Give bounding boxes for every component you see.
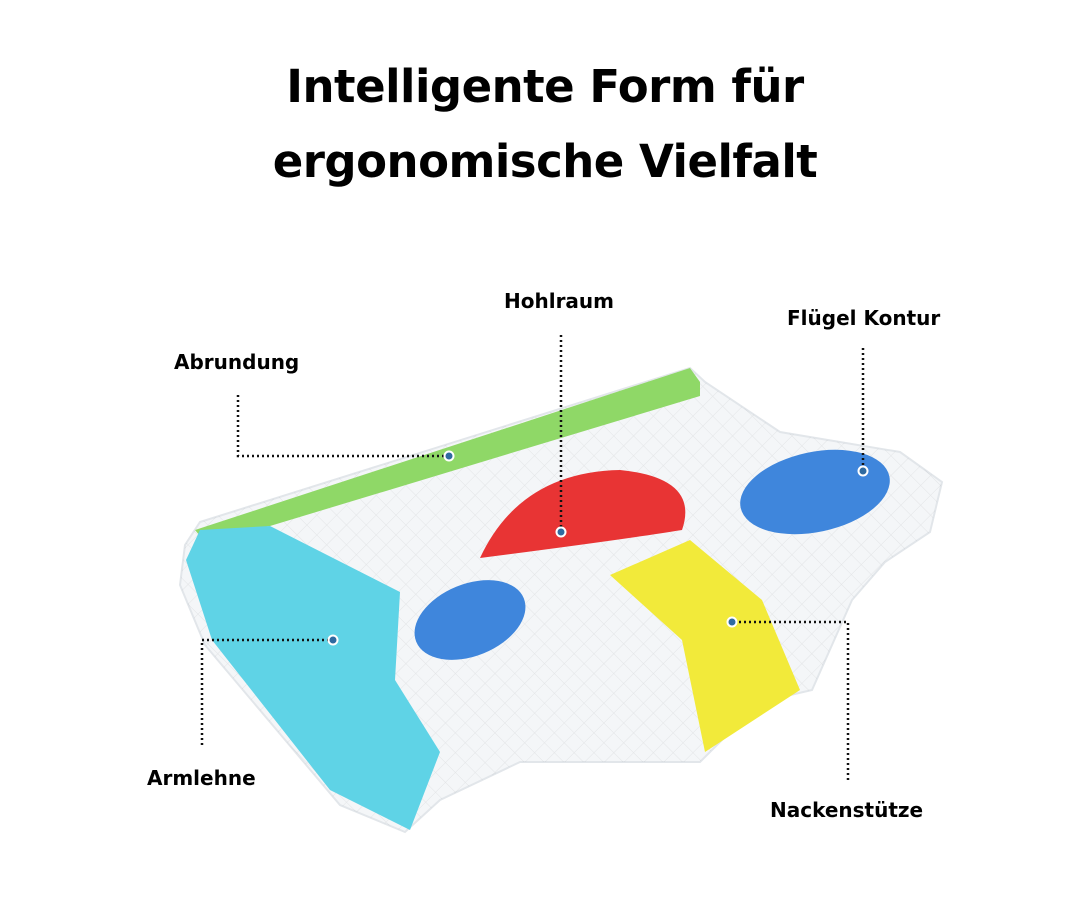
blue-zone-left <box>414 580 526 660</box>
yellow-zone <box>610 540 800 752</box>
label-abrundung: Abrundung <box>174 350 300 374</box>
cyan-side <box>186 526 440 830</box>
label-nackenstuetze: Nackenstütze <box>770 798 924 822</box>
title-line-1: Intelligente Form für <box>286 60 804 113</box>
label-hohlraum: Hohlraum <box>504 289 615 313</box>
label-armlehne: Armlehne <box>147 766 256 790</box>
marker-dot <box>327 634 339 646</box>
marker-dot <box>726 616 738 628</box>
red-zone <box>480 470 686 558</box>
leader-abrundung <box>236 395 446 458</box>
blue-zone-right <box>740 449 890 535</box>
marker-dot <box>555 526 567 538</box>
title-line-2: ergonomische Vielfalt <box>272 135 818 188</box>
leader-armlehne <box>200 638 330 745</box>
marker-dot <box>857 465 869 477</box>
label-fluegel-kontur: Flügel Kontur <box>787 306 941 330</box>
marker-dot <box>443 450 455 462</box>
